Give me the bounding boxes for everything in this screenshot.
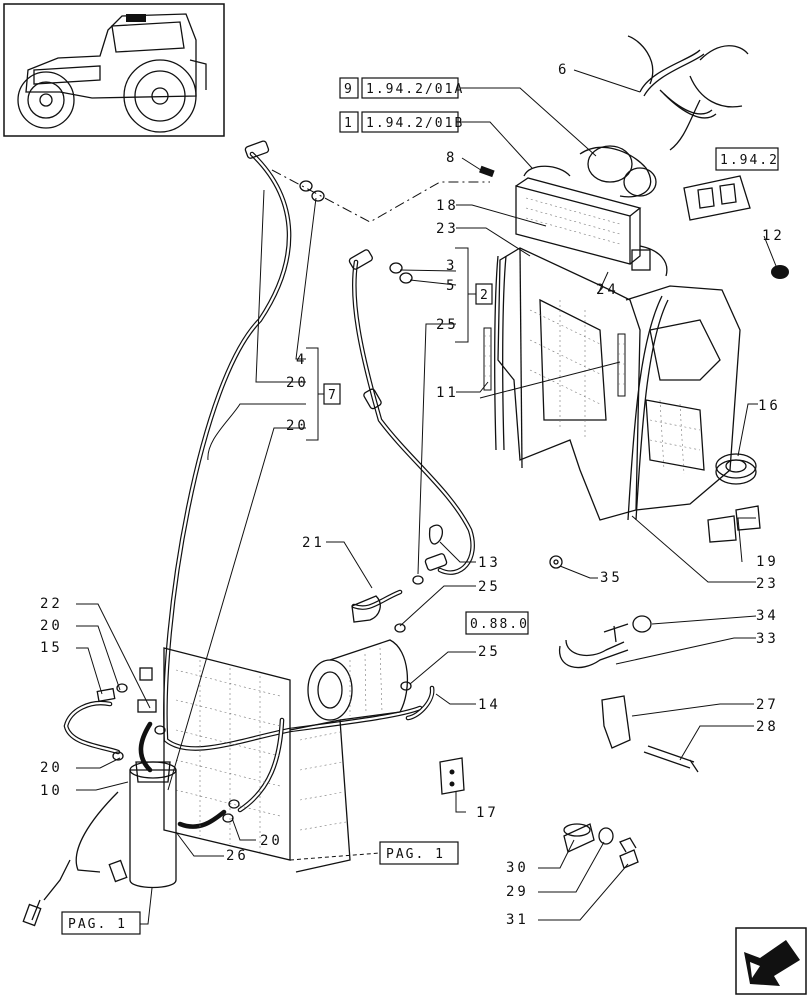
callout-6[interactable]: 6: [558, 62, 569, 78]
wiring-harness: [579, 35, 749, 198]
reference-code: 1.94.2/01A: [366, 82, 464, 97]
fittings: [96, 165, 495, 823]
right-accessories: [439, 175, 789, 869]
callout-19[interactable]: 19: [756, 554, 779, 570]
callout-20[interactable]: 20: [260, 833, 283, 849]
callout-33[interactable]: 33: [756, 631, 779, 647]
callout-27[interactable]: 27: [756, 697, 779, 713]
callout-25[interactable]: 25: [436, 317, 459, 333]
callout-8[interactable]: 8: [446, 150, 457, 166]
callout-29[interactable]: 29: [506, 884, 529, 900]
refrigerant-hoses: [63, 140, 475, 829]
tractor-thumbnail-icon[interactable]: [3, 3, 225, 137]
callout-4[interactable]: 4: [296, 352, 307, 368]
reference-box-1-94-2[interactable]: 1.94.2: [715, 147, 779, 171]
group-number: 2: [480, 288, 490, 303]
reference-box-0-88-0[interactable]: 0.88.0: [465, 611, 529, 635]
reference-box-1-94-2-01b[interactable]: 1 1.94.2/01B: [339, 111, 464, 133]
group-number: 7: [328, 388, 338, 403]
reference-code: PAG. 1: [386, 847, 445, 862]
callout-20[interactable]: 20: [286, 418, 309, 434]
callout-23[interactable]: 23: [756, 576, 779, 592]
reference-code: 1.94.2: [720, 153, 779, 168]
callout-5[interactable]: 5: [446, 278, 457, 294]
reference-code: 1.94.2/01B: [366, 116, 464, 131]
leader-lines: [76, 69, 777, 925]
callout-24[interactable]: 24: [596, 282, 619, 298]
callout-15[interactable]: 15: [40, 640, 63, 656]
callout-10[interactable]: 10: [40, 783, 63, 799]
callout-31[interactable]: 31: [506, 912, 529, 928]
callout-20[interactable]: 20: [286, 375, 309, 391]
callout-labels: 6 8 18 23 12 3 5 24 25 4 20 11 16 20 2 1 …: [40, 62, 785, 928]
callout-20[interactable]: 20: [40, 760, 63, 776]
receiver-drier: [22, 761, 177, 927]
evaporator-unit: [515, 165, 668, 277]
callout-26[interactable]: 26: [226, 848, 249, 864]
callout-20[interactable]: 20: [40, 618, 63, 634]
callout-16[interactable]: 16: [758, 398, 781, 414]
reference-code: 0.88.0: [470, 617, 529, 632]
reference-box-pag-1-filter[interactable]: PAG. 1: [61, 911, 141, 935]
callout-11[interactable]: 11: [436, 385, 459, 401]
callout-21[interactable]: 21: [302, 535, 325, 551]
callout-28[interactable]: 28: [756, 719, 779, 735]
next-page-arrow-icon[interactable]: [735, 927, 807, 995]
callout-34[interactable]: 34: [756, 608, 779, 624]
reference-number: 9: [344, 82, 354, 97]
callout-18[interactable]: 18: [436, 198, 459, 214]
compressor: [307, 639, 409, 721]
reference-number: 1: [344, 116, 354, 131]
callout-35[interactable]: 35: [600, 570, 623, 586]
callout-30[interactable]: 30: [506, 860, 529, 876]
callout-12[interactable]: 12: [762, 228, 785, 244]
callout-13[interactable]: 13: [478, 555, 501, 571]
callout-3[interactable]: 3: [446, 258, 457, 274]
callout-25[interactable]: 25: [478, 579, 501, 595]
condenser: [163, 647, 381, 873]
callout-14[interactable]: 14: [478, 697, 501, 713]
cab-structure: [483, 247, 741, 521]
callout-22[interactable]: 22: [40, 596, 63, 612]
callout-23[interactable]: 23: [436, 221, 459, 237]
group-box-2[interactable]: 2: [475, 283, 493, 305]
reference-box-1-94-2-01a[interactable]: 9 1.94.2/01A: [339, 77, 464, 99]
reference-box-pag-1-condenser[interactable]: PAG. 1: [379, 841, 459, 865]
reference-code: PAG. 1: [68, 917, 127, 932]
callout-25[interactable]: 25: [478, 644, 501, 660]
group-box-7[interactable]: 7: [323, 383, 341, 405]
callout-17[interactable]: 17: [476, 805, 499, 821]
